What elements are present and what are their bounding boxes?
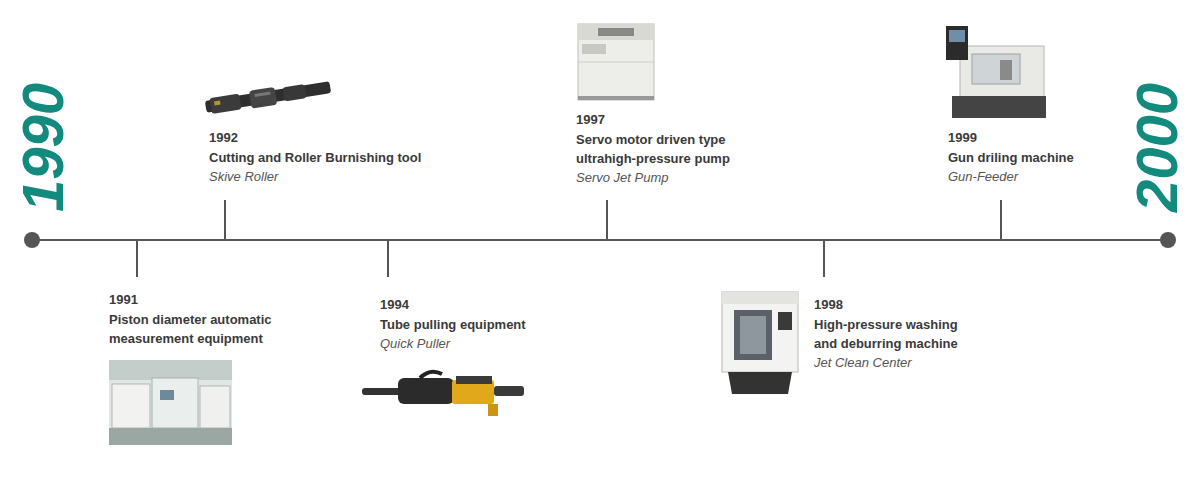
event-year: 1991 xyxy=(109,290,329,310)
skive-roller-illustration xyxy=(204,78,331,115)
piston-measurement-photo xyxy=(109,360,232,445)
timeline-axis xyxy=(32,239,1168,241)
product-name: Gun-Feeder xyxy=(948,167,1123,187)
event-block: 1998High-pressure washing and deburring … xyxy=(814,295,984,373)
event-title: Gun driling machine xyxy=(948,148,1123,167)
event-title: Tube pulling equipment xyxy=(380,315,555,334)
event-year: 1992 xyxy=(209,128,424,148)
jet-clean-center-illustration xyxy=(722,292,798,394)
servo-jet-pump-illustration xyxy=(578,24,654,100)
event-title: Cutting and Roller Burnishing tool xyxy=(209,148,424,167)
event-block: 1992Cutting and Roller Burnishing toolSk… xyxy=(209,128,424,187)
axis-end-dot xyxy=(24,232,40,248)
event-block: 1999Gun driling machineGun-Feeder xyxy=(948,128,1123,187)
product-name: Quick Puller xyxy=(380,334,555,354)
event-title: Servo motor driven type ultrahigh-pressu… xyxy=(576,130,766,168)
event-title: Piston diameter automatic measurement eq… xyxy=(109,310,329,348)
product-name: Servo Jet Pump xyxy=(576,168,766,188)
event-year: 1998 xyxy=(814,295,984,315)
quick-puller-illustration xyxy=(362,372,524,416)
end-year: 2000 xyxy=(1128,83,1186,212)
axis-end-dot xyxy=(1160,232,1176,248)
event-title: High-pressure washing and deburring mach… xyxy=(814,315,984,353)
event-year: 1994 xyxy=(380,295,555,315)
product-name: Jet Clean Center xyxy=(814,353,984,373)
start-year: 1990 xyxy=(14,83,72,212)
event-block: 1997Servo motor driven type ultrahigh-pr… xyxy=(576,110,766,188)
event-year: 1999 xyxy=(948,128,1123,148)
timeline-ticks xyxy=(137,200,1001,277)
event-block: 1991Piston diameter automatic measuremen… xyxy=(109,290,329,348)
product-name: Skive Roller xyxy=(209,167,424,187)
event-block: 1994Tube pulling equipmentQuick Puller xyxy=(380,295,555,354)
event-year: 1997 xyxy=(576,110,766,130)
gun-feeder-illustration xyxy=(946,26,1046,118)
